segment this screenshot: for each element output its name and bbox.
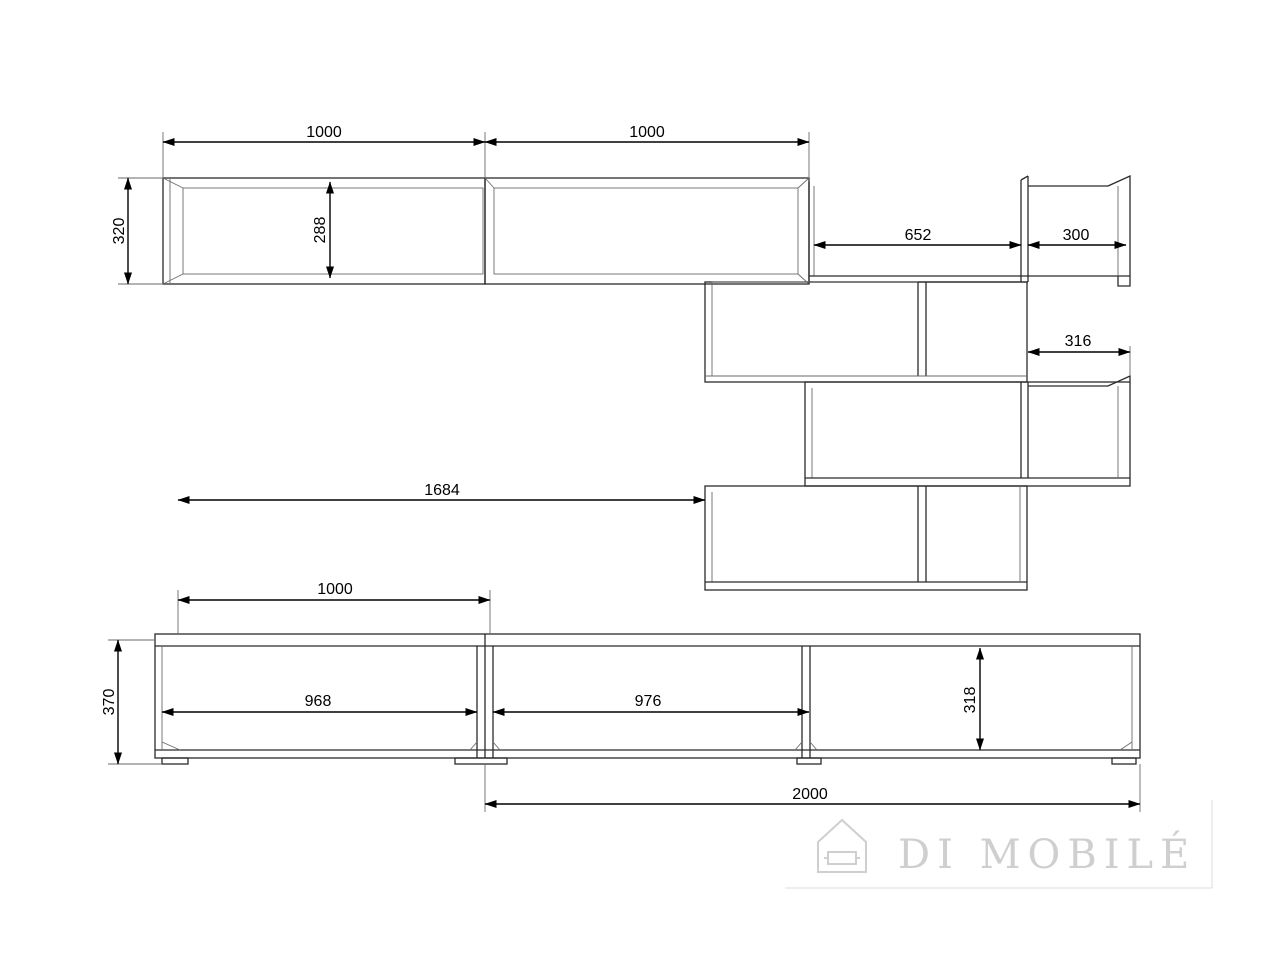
dim-wall-unit-offset: 1684 [177, 482, 706, 504]
dim-top-shelf-mid-width: 1000 [484, 124, 810, 178]
dim-label-top-shelf-left: 1000 [306, 124, 342, 141]
wall-unit-lower-box [704, 485, 1028, 591]
dim-label-tv-mid-inner: 976 [635, 693, 662, 710]
wall-unit-middle-box [804, 374, 1131, 487]
tv-unit [154, 633, 1141, 765]
dim-tv-left-section-width: 1000 [177, 581, 491, 634]
dim-label-top-shelf-inner-height: 288 [312, 217, 329, 244]
watermark: DI MOBILÉ [785, 800, 1213, 889]
dim-label-top-right-end: 300 [1063, 227, 1090, 244]
dim-label-wall-unit-offset: 1684 [424, 482, 460, 499]
dim-top-right-section-width: 652 [813, 227, 1022, 249]
dim-tv-mid-inner-width: 976 [492, 693, 810, 716]
dim-top-shelf-height: 320 [111, 177, 163, 285]
dim-label-end-shelf: 316 [1065, 333, 1092, 350]
dim-top-right-end-width: 300 [1027, 227, 1127, 249]
wall-unit-upper-box [704, 281, 1028, 383]
dim-label-tv-left-inner: 968 [305, 693, 332, 710]
dim-tv-right-total-width: 2000 [484, 764, 1141, 812]
dim-top-shelf-left-width: 1000 [162, 124, 486, 178]
top-shelf-middle [484, 177, 810, 285]
dim-label-top-shelf-height: 320 [111, 218, 128, 245]
dim-label-tv-inner-height: 318 [962, 687, 979, 714]
dim-label-top-right-section: 652 [905, 227, 932, 244]
dim-tv-unit-height: 370 [101, 639, 162, 765]
dim-tv-inner-height: 318 [962, 647, 984, 751]
dim-label-tv-right-total: 2000 [792, 786, 828, 803]
dim-label-tv-left-section: 1000 [317, 581, 353, 598]
dim-label-top-shelf-mid: 1000 [629, 124, 665, 141]
dim-top-shelf-inner-height: 288 [312, 181, 334, 279]
dim-tv-left-inner-width: 968 [161, 693, 478, 716]
house-sofa-logo-icon [817, 818, 867, 873]
dim-end-shelf-width: 316 [1027, 333, 1131, 376]
dim-label-tv-unit-height: 370 [101, 689, 118, 716]
watermark-brand-text: DI MOBILÉ [898, 831, 1196, 878]
